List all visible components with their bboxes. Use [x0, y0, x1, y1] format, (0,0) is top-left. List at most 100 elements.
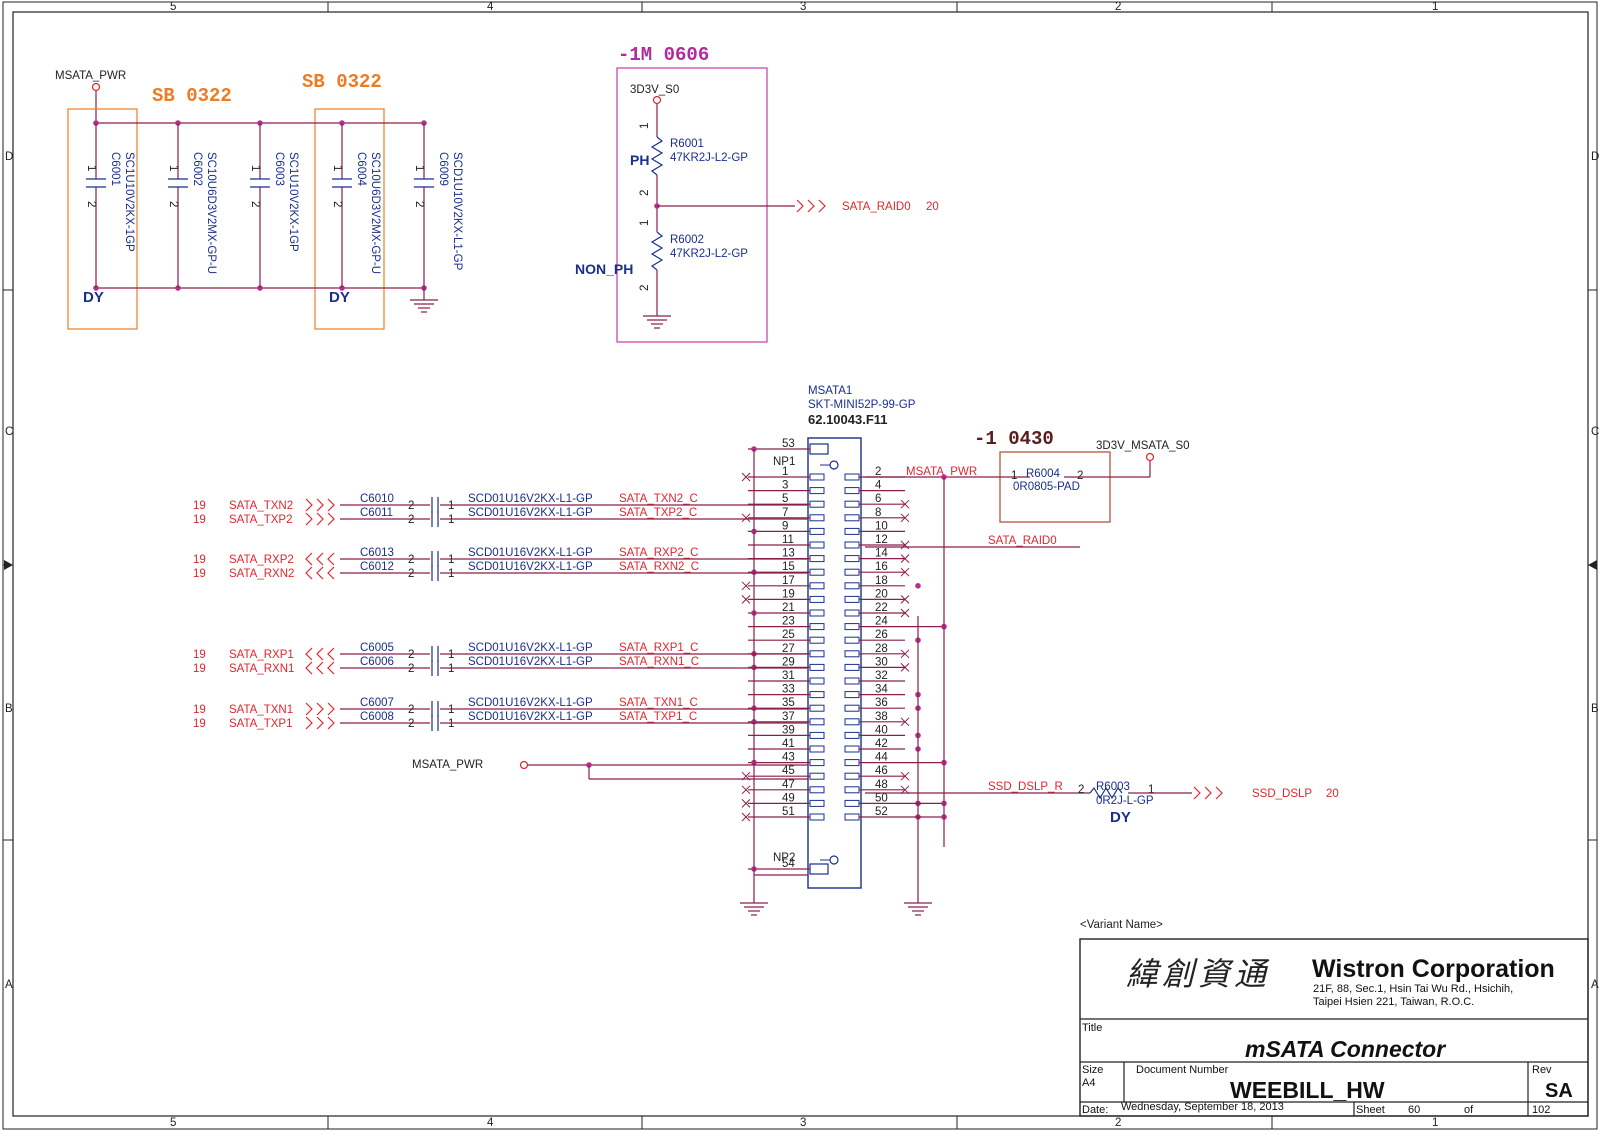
r6004-box — [999, 451, 1111, 523]
cap-pin-label: 2 — [249, 201, 261, 207]
pin-number: 35 — [782, 697, 795, 709]
pin-number: 6 — [875, 493, 881, 505]
border-col-label: 3 — [800, 1, 806, 13]
cap-ref-label: C6010 — [360, 493, 394, 505]
sata-page-ref: 19 — [193, 554, 206, 566]
connector-pin-25: 25 — [748, 629, 825, 644]
pin-number: 14 — [875, 548, 888, 560]
r6004-tag: -1 0430 — [974, 428, 1054, 450]
connector-number: 62.10043.F11 — [808, 412, 888, 427]
connector-pin-44: 44 — [844, 752, 947, 767]
r6004-pin2: 2 — [1077, 470, 1083, 482]
connector-pin-42: 42 — [844, 738, 921, 753]
raid-section: -1M 0606 3D3V_S0 SATA_RAID0 20 R6001 47K… — [575, 44, 939, 343]
cap-pin-label: 1 — [448, 500, 454, 512]
r6003-pin1: 1 — [1148, 784, 1154, 796]
border-col-label: 2 — [1115, 1117, 1121, 1129]
cap-pin-label: 2 — [167, 201, 179, 207]
connector-pin-41: 41 — [748, 738, 825, 753]
off-page-arrow-icon — [305, 661, 335, 675]
of-label: of — [1464, 1104, 1474, 1116]
pin-number: 47 — [782, 779, 795, 791]
date-label: Date: — [1082, 1104, 1108, 1116]
r6002-part: 47KR2J-L2-GP — [670, 248, 748, 260]
pin-number: 27 — [782, 643, 795, 655]
cap-part-label: SC10U6D3V2MX-GP-U — [205, 152, 217, 274]
cap-pin-label: 2 — [413, 201, 425, 207]
cap-ref-label: C6008 — [360, 711, 394, 723]
off-page-arrow-icon — [305, 512, 335, 526]
border-col-label: 1 — [1432, 1, 1438, 13]
raid-tag: -1M 0606 — [618, 44, 709, 66]
sata-net-label: SATA_RXN1 — [229, 663, 294, 675]
title-block: <Variant Name> 緯創資通 Wistron Corporation … — [1079, 919, 1589, 1117]
connector-pin-4: 4 — [844, 480, 905, 495]
r6003-dy: DY — [1110, 809, 1131, 826]
cap-pin-label: 1 — [448, 568, 454, 580]
pin-number: 29 — [782, 656, 795, 668]
sata-c-net-label: SATA_TXN1_C — [619, 697, 698, 709]
connector-pin-17: 17 — [741, 575, 825, 591]
sata-c-net-label: SATA_RXN2_C — [619, 561, 699, 573]
pin-number: 45 — [782, 765, 795, 777]
connector-pin-22: 22 — [844, 602, 910, 618]
border-row-label: D — [5, 151, 13, 163]
pin-number: 23 — [782, 616, 795, 628]
pin-number: 19 — [782, 588, 795, 600]
connector-pin-51: 51 — [741, 806, 825, 822]
dslp-net: SSD_DSLP_R — [988, 781, 1063, 793]
cap-pin-label: 1 — [448, 514, 454, 526]
sata-c-net-label: SATA_TXP2_C — [619, 507, 697, 519]
cap-pin-label: 2 — [408, 663, 414, 675]
border-row-label: B — [1591, 703, 1599, 715]
r6004-part: 0R0805-PAD — [1013, 481, 1080, 493]
power-port-icon — [91, 82, 101, 92]
pin-number: 44 — [875, 752, 888, 764]
off-page-arrow-icon — [305, 552, 335, 566]
pin-number: 54 — [782, 858, 795, 870]
r6001-pin1: 1 — [639, 123, 651, 129]
r6004-power: 3D3V_MSATA_S0 — [1096, 440, 1190, 452]
cap-part-label: SC10U6D3V2MX-GP-U — [369, 152, 381, 274]
cap-pin-label: 2 — [408, 718, 414, 730]
connector-pin-16: 16 — [844, 561, 910, 577]
pin-number: 7 — [782, 507, 788, 519]
docnum-value: WEEBILL_HW — [1230, 1077, 1385, 1103]
connector-pin-9: 9 — [748, 520, 825, 535]
cap-pin-label: 1 — [85, 165, 97, 171]
r6001-pin2: 2 — [639, 190, 651, 196]
connector-ref: MSATA1 — [808, 385, 852, 397]
date-value: Wednesday, September 18, 2013 — [1121, 1101, 1284, 1113]
cap-part-label: SCD01U16V2KX-L1-GP — [468, 697, 593, 709]
ph-label: PH — [630, 152, 649, 168]
connector-pin-6: 6 — [844, 493, 910, 509]
connector-pin-10: 10 — [844, 520, 905, 535]
pin-number: 53 — [782, 438, 795, 450]
rev-value: SA — [1545, 1080, 1573, 1102]
dy-box-1 — [67, 108, 138, 330]
sata-net-label: SATA_RXP1 — [229, 649, 294, 661]
pin-number: 39 — [782, 724, 795, 736]
connector-pin-30: 30 — [844, 656, 910, 672]
sata-net-label: SATA_TXP2 — [229, 514, 293, 526]
cap-part-label: SCD01U16V2KX-L1-GP — [468, 656, 593, 668]
cap-pin-label: 1 — [249, 165, 261, 171]
power-port-icon — [1145, 452, 1155, 462]
non-ph-label: NON_PH — [575, 261, 633, 277]
border-col-label: 3 — [800, 1117, 806, 1129]
border-row-label: A — [5, 979, 13, 991]
cap-pin-label: 1 — [448, 649, 454, 661]
dy-label-2: DY — [329, 289, 350, 306]
pin-number: 46 — [875, 765, 888, 777]
resistor-r6002-icon — [650, 231, 664, 271]
raid-out-page: 20 — [926, 201, 939, 213]
msata-connector: MSATA1 SKT-MINI52P-99-GP 62.10043.F11 53… — [741, 385, 947, 903]
connector-pin-12: 12 — [844, 534, 910, 550]
border-col-label: 1 — [1432, 1117, 1438, 1129]
